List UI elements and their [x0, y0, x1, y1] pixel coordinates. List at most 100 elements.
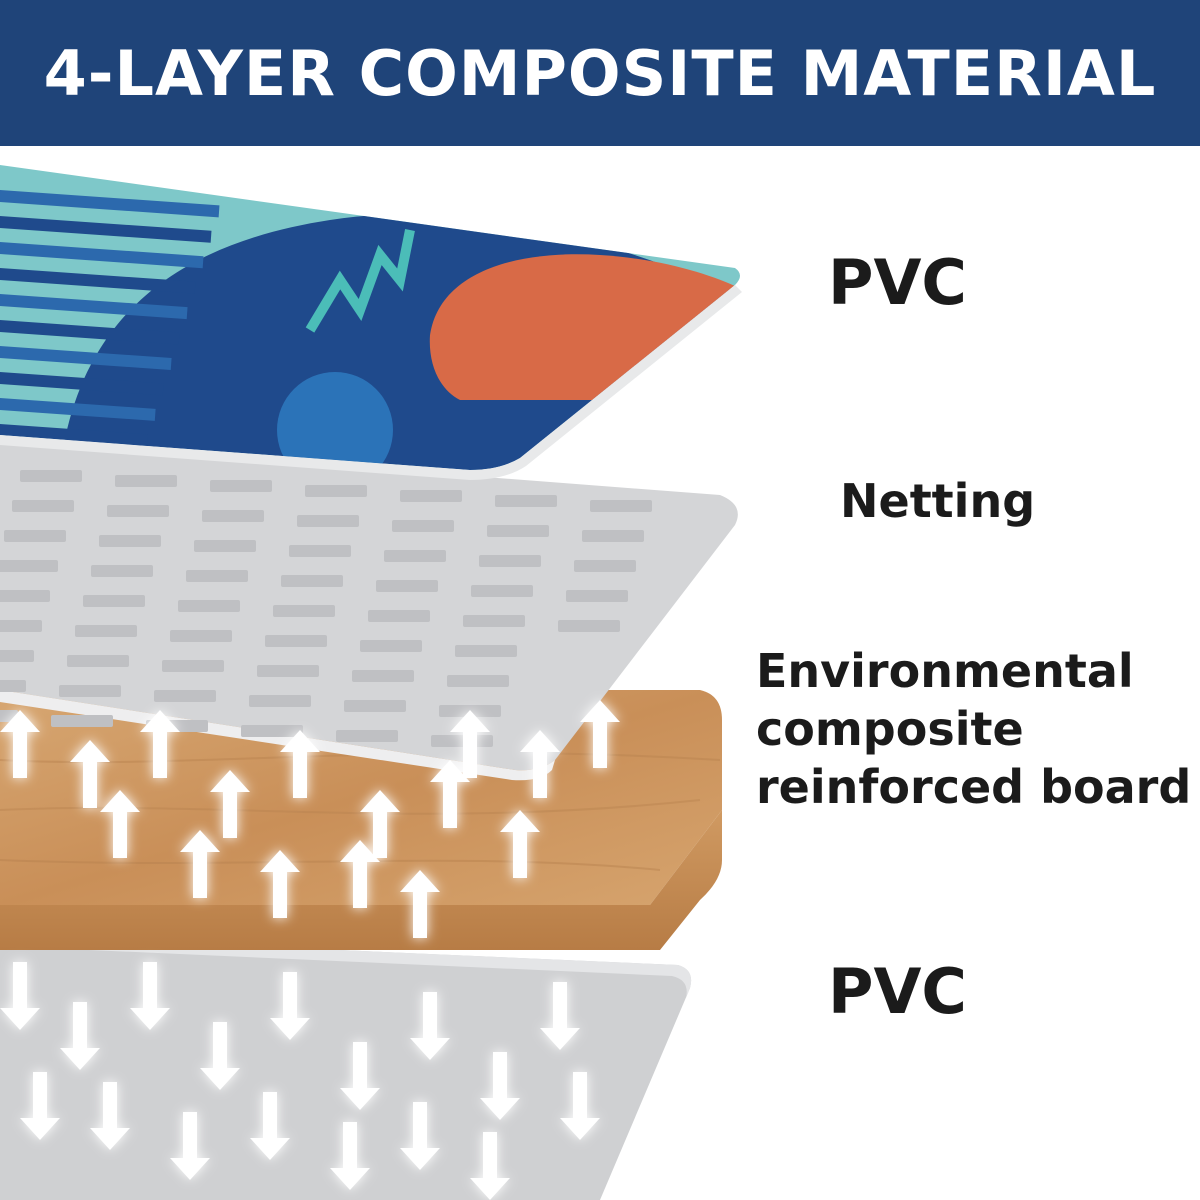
net-hole: [0, 560, 58, 572]
arrow-down-icon: [0, 962, 40, 1030]
label-pvc-bottom: PVC: [828, 955, 967, 1028]
label-board-line-2: composite: [756, 702, 1024, 756]
arrow-up-icon: [260, 850, 300, 918]
label-reinforced-board: Environmental composite reinforced board: [756, 642, 1191, 816]
net-hole: [479, 555, 541, 567]
net-hole: [574, 560, 636, 572]
net-hole: [447, 675, 509, 687]
net-hole: [170, 630, 232, 642]
net-hole: [186, 570, 248, 582]
label-netting: Netting: [840, 474, 1036, 528]
layer-illustration: [0, 165, 742, 1200]
net-hole: [590, 500, 652, 512]
net-hole: [336, 730, 398, 742]
net-hole: [178, 600, 240, 612]
net-hole: [0, 680, 26, 692]
net-hole: [162, 660, 224, 672]
arrow-down-icon: [560, 1072, 600, 1140]
net-hole: [0, 620, 42, 632]
netting-layer: [0, 440, 738, 781]
net-hole: [431, 735, 493, 747]
arrow-down-icon: [170, 1112, 210, 1180]
net-hole: [4, 530, 66, 542]
net-hole: [265, 635, 327, 647]
arrow-up-icon: [360, 790, 400, 858]
arrow-up-icon: [210, 770, 250, 838]
label-board-line-3: reinforced board: [756, 760, 1192, 814]
net-hole: [495, 495, 557, 507]
arrow-up-icon: [340, 840, 380, 908]
net-hole: [0, 650, 34, 662]
net-hole: [91, 565, 153, 577]
arrow-down-icon: [250, 1092, 290, 1160]
net-hole: [154, 690, 216, 702]
arrow-down-icon: [20, 1072, 60, 1140]
stripe: [0, 319, 180, 345]
netting-holes: [0, 470, 652, 747]
net-hole: [241, 725, 303, 737]
net-hole: [83, 595, 145, 607]
arrow-down-icon: [90, 1082, 130, 1150]
net-hole: [210, 480, 272, 492]
net-hole: [107, 505, 169, 517]
page-title: 4-LAYER COMPOSITE MATERIAL: [43, 36, 1157, 110]
net-hole: [558, 620, 620, 632]
arrow-down-icon: [400, 1102, 440, 1170]
net-hole: [344, 700, 406, 712]
net-hole: [305, 485, 367, 497]
top-stripes: [0, 189, 220, 447]
net-hole: [20, 470, 82, 482]
net-hole: [0, 590, 50, 602]
net-hole: [281, 575, 343, 587]
net-hole: [273, 605, 335, 617]
top-pvc-layer: [0, 165, 742, 480]
stripe: [0, 215, 212, 243]
arrow-down-icon: [410, 992, 450, 1060]
header-banner: 4-LAYER COMPOSITE MATERIAL: [0, 0, 1200, 146]
net-hole: [297, 515, 359, 527]
net-hole: [352, 670, 414, 682]
arrow-up-icon: [400, 870, 440, 938]
net-hole: [12, 500, 74, 512]
arrow-up-icon: [70, 740, 110, 808]
arrow-down-icon: [480, 1052, 520, 1120]
stripe: [0, 371, 164, 396]
net-hole: [400, 490, 462, 502]
stripe: [0, 397, 156, 421]
arrow-down-icon: [200, 1022, 240, 1090]
net-hole: [289, 545, 351, 557]
arrow-up-icon: [280, 730, 320, 798]
net-hole: [67, 655, 129, 667]
net-hole: [115, 475, 177, 487]
net-hole: [75, 625, 137, 637]
arrow-down-icon: [130, 962, 170, 1030]
net-hole: [471, 585, 533, 597]
arrow-up-icon: [520, 730, 560, 798]
net-hole: [384, 550, 446, 562]
arrow-up-icon: [580, 700, 620, 768]
net-hole: [566, 590, 628, 602]
stripe: [0, 241, 204, 269]
downward-arrows: [0, 962, 600, 1200]
net-hole: [202, 510, 264, 522]
net-hole: [392, 520, 454, 532]
net-hole: [368, 610, 430, 622]
net-hole: [194, 540, 256, 552]
arrow-down-icon: [340, 1042, 380, 1110]
arrow-down-icon: [330, 1122, 370, 1190]
arrow-up-icon: [0, 710, 40, 778]
net-hole: [249, 695, 311, 707]
net-hole: [376, 580, 438, 592]
net-hole: [455, 645, 517, 657]
label-board-line-1: Environmental: [756, 644, 1134, 698]
stripe: [0, 293, 188, 320]
label-pvc-top: PVC: [828, 246, 967, 319]
arrow-down-icon: [470, 1132, 510, 1200]
stripe: [0, 189, 220, 218]
arrow-up-icon: [430, 760, 470, 828]
stripe: [0, 423, 148, 447]
arrow-down-icon: [540, 982, 580, 1050]
stripe: [0, 345, 172, 370]
arrow-up-icon: [140, 710, 180, 778]
net-hole: [582, 530, 644, 542]
